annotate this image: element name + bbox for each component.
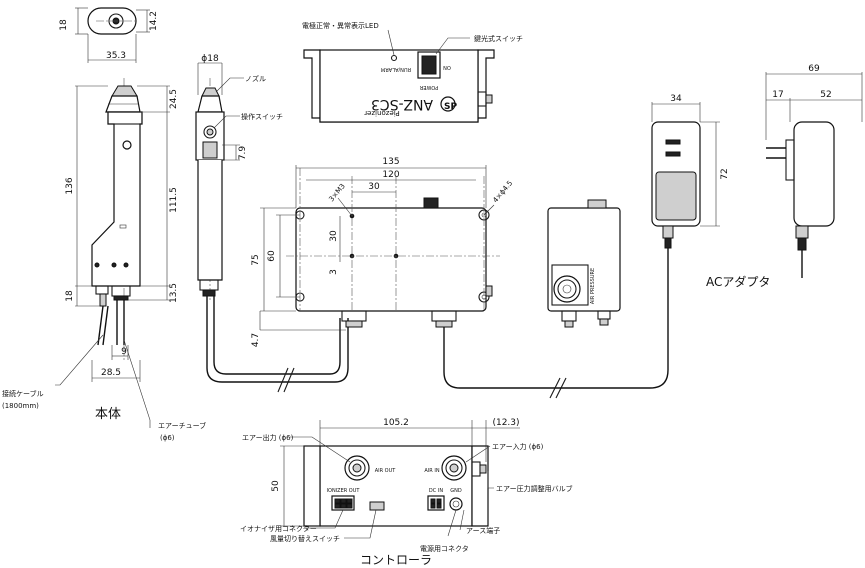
label-led: 電極正常・異常表示LED xyxy=(302,21,379,30)
label-air-in: エアー入力 (ϕ6) xyxy=(492,442,544,451)
dim-75: 75 xyxy=(251,254,261,265)
dim-111-5: 111.5 xyxy=(169,187,179,213)
label-air-out: エアー出力 (ϕ6) xyxy=(242,433,294,442)
label-ac-adapter: ACアダプタ xyxy=(706,274,770,289)
label-valve: エアー圧力調整用バルブ xyxy=(496,484,573,493)
dim-14-2: 14.2 xyxy=(149,11,159,31)
panel-air-pressure: AIR PRESSURE xyxy=(590,268,596,304)
ac-adapter-front xyxy=(651,102,720,249)
dim-35-3: 35.3 xyxy=(106,51,126,61)
dim-9: 9 xyxy=(121,347,127,357)
panel-power: POWER xyxy=(419,84,438,90)
panel-dc-in: DC IN xyxy=(429,488,443,494)
dim-120: 120 xyxy=(382,170,399,180)
dim-30: 30 xyxy=(368,182,380,192)
gun-cables xyxy=(206,296,349,393)
label-cable: 接続ケーブル xyxy=(2,389,44,398)
label-air-tube-dia: (ϕ6) xyxy=(160,434,175,442)
label-controller: コントローラ xyxy=(360,553,432,567)
panel-gnd: GND xyxy=(450,488,462,494)
label-nozzle: ノズル xyxy=(245,74,266,83)
dim-12-3: (12.3) xyxy=(492,418,519,428)
dim-34: 34 xyxy=(670,94,682,104)
panel-air-out: AIR OUT xyxy=(375,468,397,474)
dim-28-5: 28.5 xyxy=(101,368,121,378)
dim-24-5: 24.5 xyxy=(169,89,179,109)
dim-3xM3: 3×M3 xyxy=(327,182,347,203)
label-ground: アース端子 xyxy=(466,526,500,535)
dim-13-5: 13.5 xyxy=(169,283,179,303)
panel-brand: Piezonizer xyxy=(364,109,400,117)
dim-4-7: 4.7 xyxy=(251,333,261,347)
dim-72: 72 xyxy=(720,168,730,179)
gun-side-view xyxy=(55,78,170,428)
label-body: 本体 xyxy=(95,407,121,422)
controller-side-view xyxy=(547,199,621,328)
label-op-switch: 操作スイッチ xyxy=(241,112,283,121)
panel-air-in: AIR IN xyxy=(424,468,439,474)
dim-52: 52 xyxy=(820,90,831,100)
controller-top-view xyxy=(259,165,500,331)
gun-front-view xyxy=(195,62,244,300)
dim-60: 60 xyxy=(267,250,277,262)
label-power-connector: 電源用コネクタ xyxy=(420,544,469,553)
label-power-switch: 鍵光式スイッチ xyxy=(474,34,523,43)
brand-logo-text: SP xyxy=(444,102,457,112)
dim-3: 3 xyxy=(329,269,339,275)
dim-phi18: ϕ18 xyxy=(201,54,219,64)
dim-17: 17 xyxy=(772,90,783,100)
controller-front-panel: SP xyxy=(303,29,495,123)
panel-model: ANZ-SC3 xyxy=(371,96,433,112)
dim-50: 50 xyxy=(271,480,281,492)
gun-top-view xyxy=(75,7,150,63)
dim-69: 69 xyxy=(808,64,820,74)
controller-rear-panel xyxy=(280,420,520,539)
dim-7-9: 7.9 xyxy=(238,146,248,161)
dim-105-2: 105.2 xyxy=(383,418,409,428)
power-cable xyxy=(443,248,669,399)
dim-18-top: 18 xyxy=(59,19,69,31)
dim-30-vertical: 30 xyxy=(329,230,339,242)
dim-136: 136 xyxy=(65,177,75,194)
panel-ionizer-out: IONIZER OUT xyxy=(327,488,361,494)
dim-135: 135 xyxy=(382,157,399,167)
label-ionizer-connector: イオナイザ用コネクター xyxy=(240,524,317,533)
label-cable-length: (1800mm) xyxy=(2,402,39,410)
ac-adapter-side xyxy=(765,72,863,278)
panel-on: ON xyxy=(443,64,451,70)
dim-4xphi4-5: 4×ϕ4.5 xyxy=(491,179,514,204)
label-dc-switch: 風量切り替えスイッチ xyxy=(270,534,340,543)
dim-18-bottom: 18 xyxy=(65,290,75,302)
label-air-tube: エアーチューブ xyxy=(158,421,206,430)
panel-run-alarm: RUN/ALARM xyxy=(381,66,411,72)
